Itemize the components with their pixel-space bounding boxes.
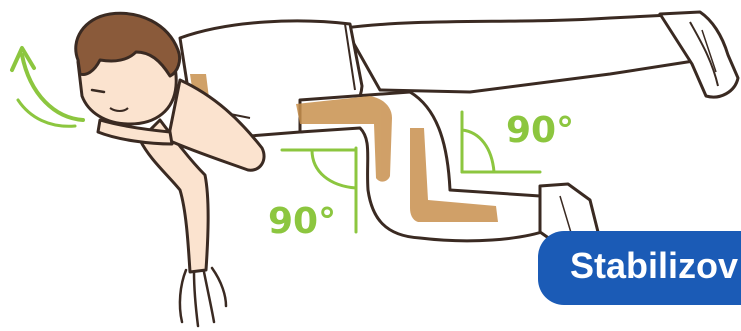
step-banner: Stabilizov — [538, 231, 741, 305]
banner-label: Stabilizov — [570, 245, 738, 287]
head — [76, 13, 180, 124]
breath-arrow-icon — [12, 48, 83, 126]
angle-label-left: 90° — [268, 204, 336, 240]
upper-leg — [345, 12, 738, 97]
angle-label-right: 90° — [506, 113, 574, 149]
